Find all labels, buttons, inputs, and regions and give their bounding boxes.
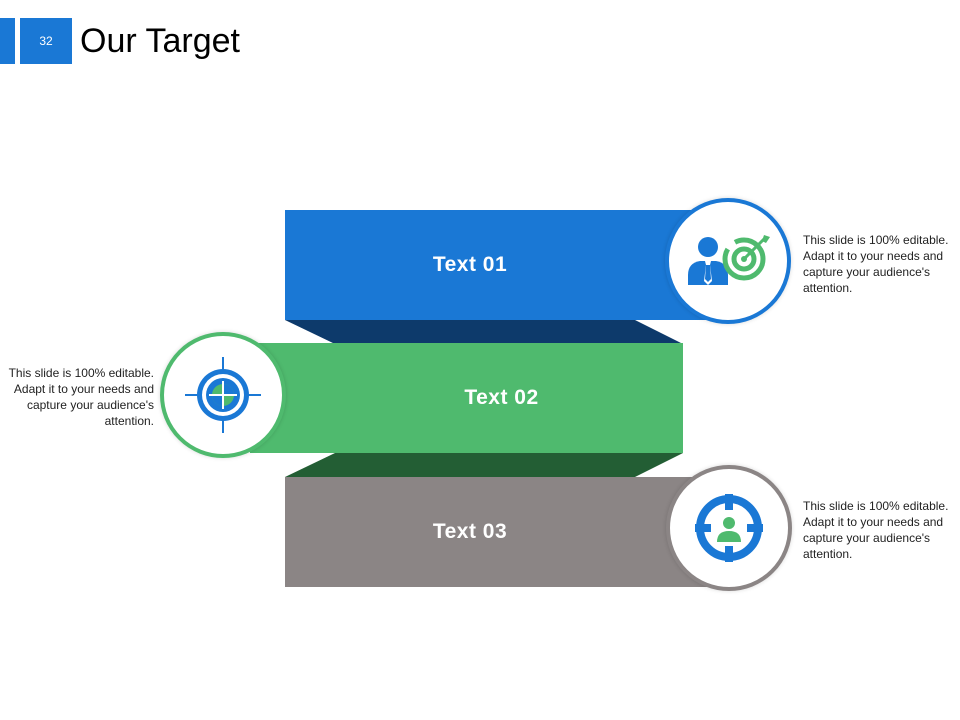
fold-2 [285, 453, 683, 477]
step-description-2: This slide is 100% editable. Adapt it to… [8, 366, 154, 428]
page-title: Our Target [80, 22, 241, 60]
step-badge-2 [160, 332, 286, 458]
step-badge-1 [665, 198, 791, 324]
fold-1 [285, 320, 683, 344]
page-number: 32 [20, 18, 72, 64]
step-badge-3 [666, 465, 792, 591]
header-accent-bar [0, 18, 15, 64]
person-in-crosshair-icon [695, 494, 763, 562]
crosshair-target-icon [185, 357, 261, 433]
step-label-3: Text 03 [432, 520, 508, 543]
businessman-target-icon [688, 235, 770, 285]
step-label-1: Text 01 [432, 253, 508, 276]
step-label-2: Text 02 [464, 386, 539, 409]
step-band-2: Text 02 [250, 343, 683, 453]
step-description-1: This slide is 100% editable. Adapt it to… [803, 233, 949, 295]
step-description-3: This slide is 100% editable. Adapt it to… [803, 499, 949, 561]
step-band-1: Text 01 [285, 210, 715, 320]
step-band-3: Text 03 [285, 477, 715, 587]
